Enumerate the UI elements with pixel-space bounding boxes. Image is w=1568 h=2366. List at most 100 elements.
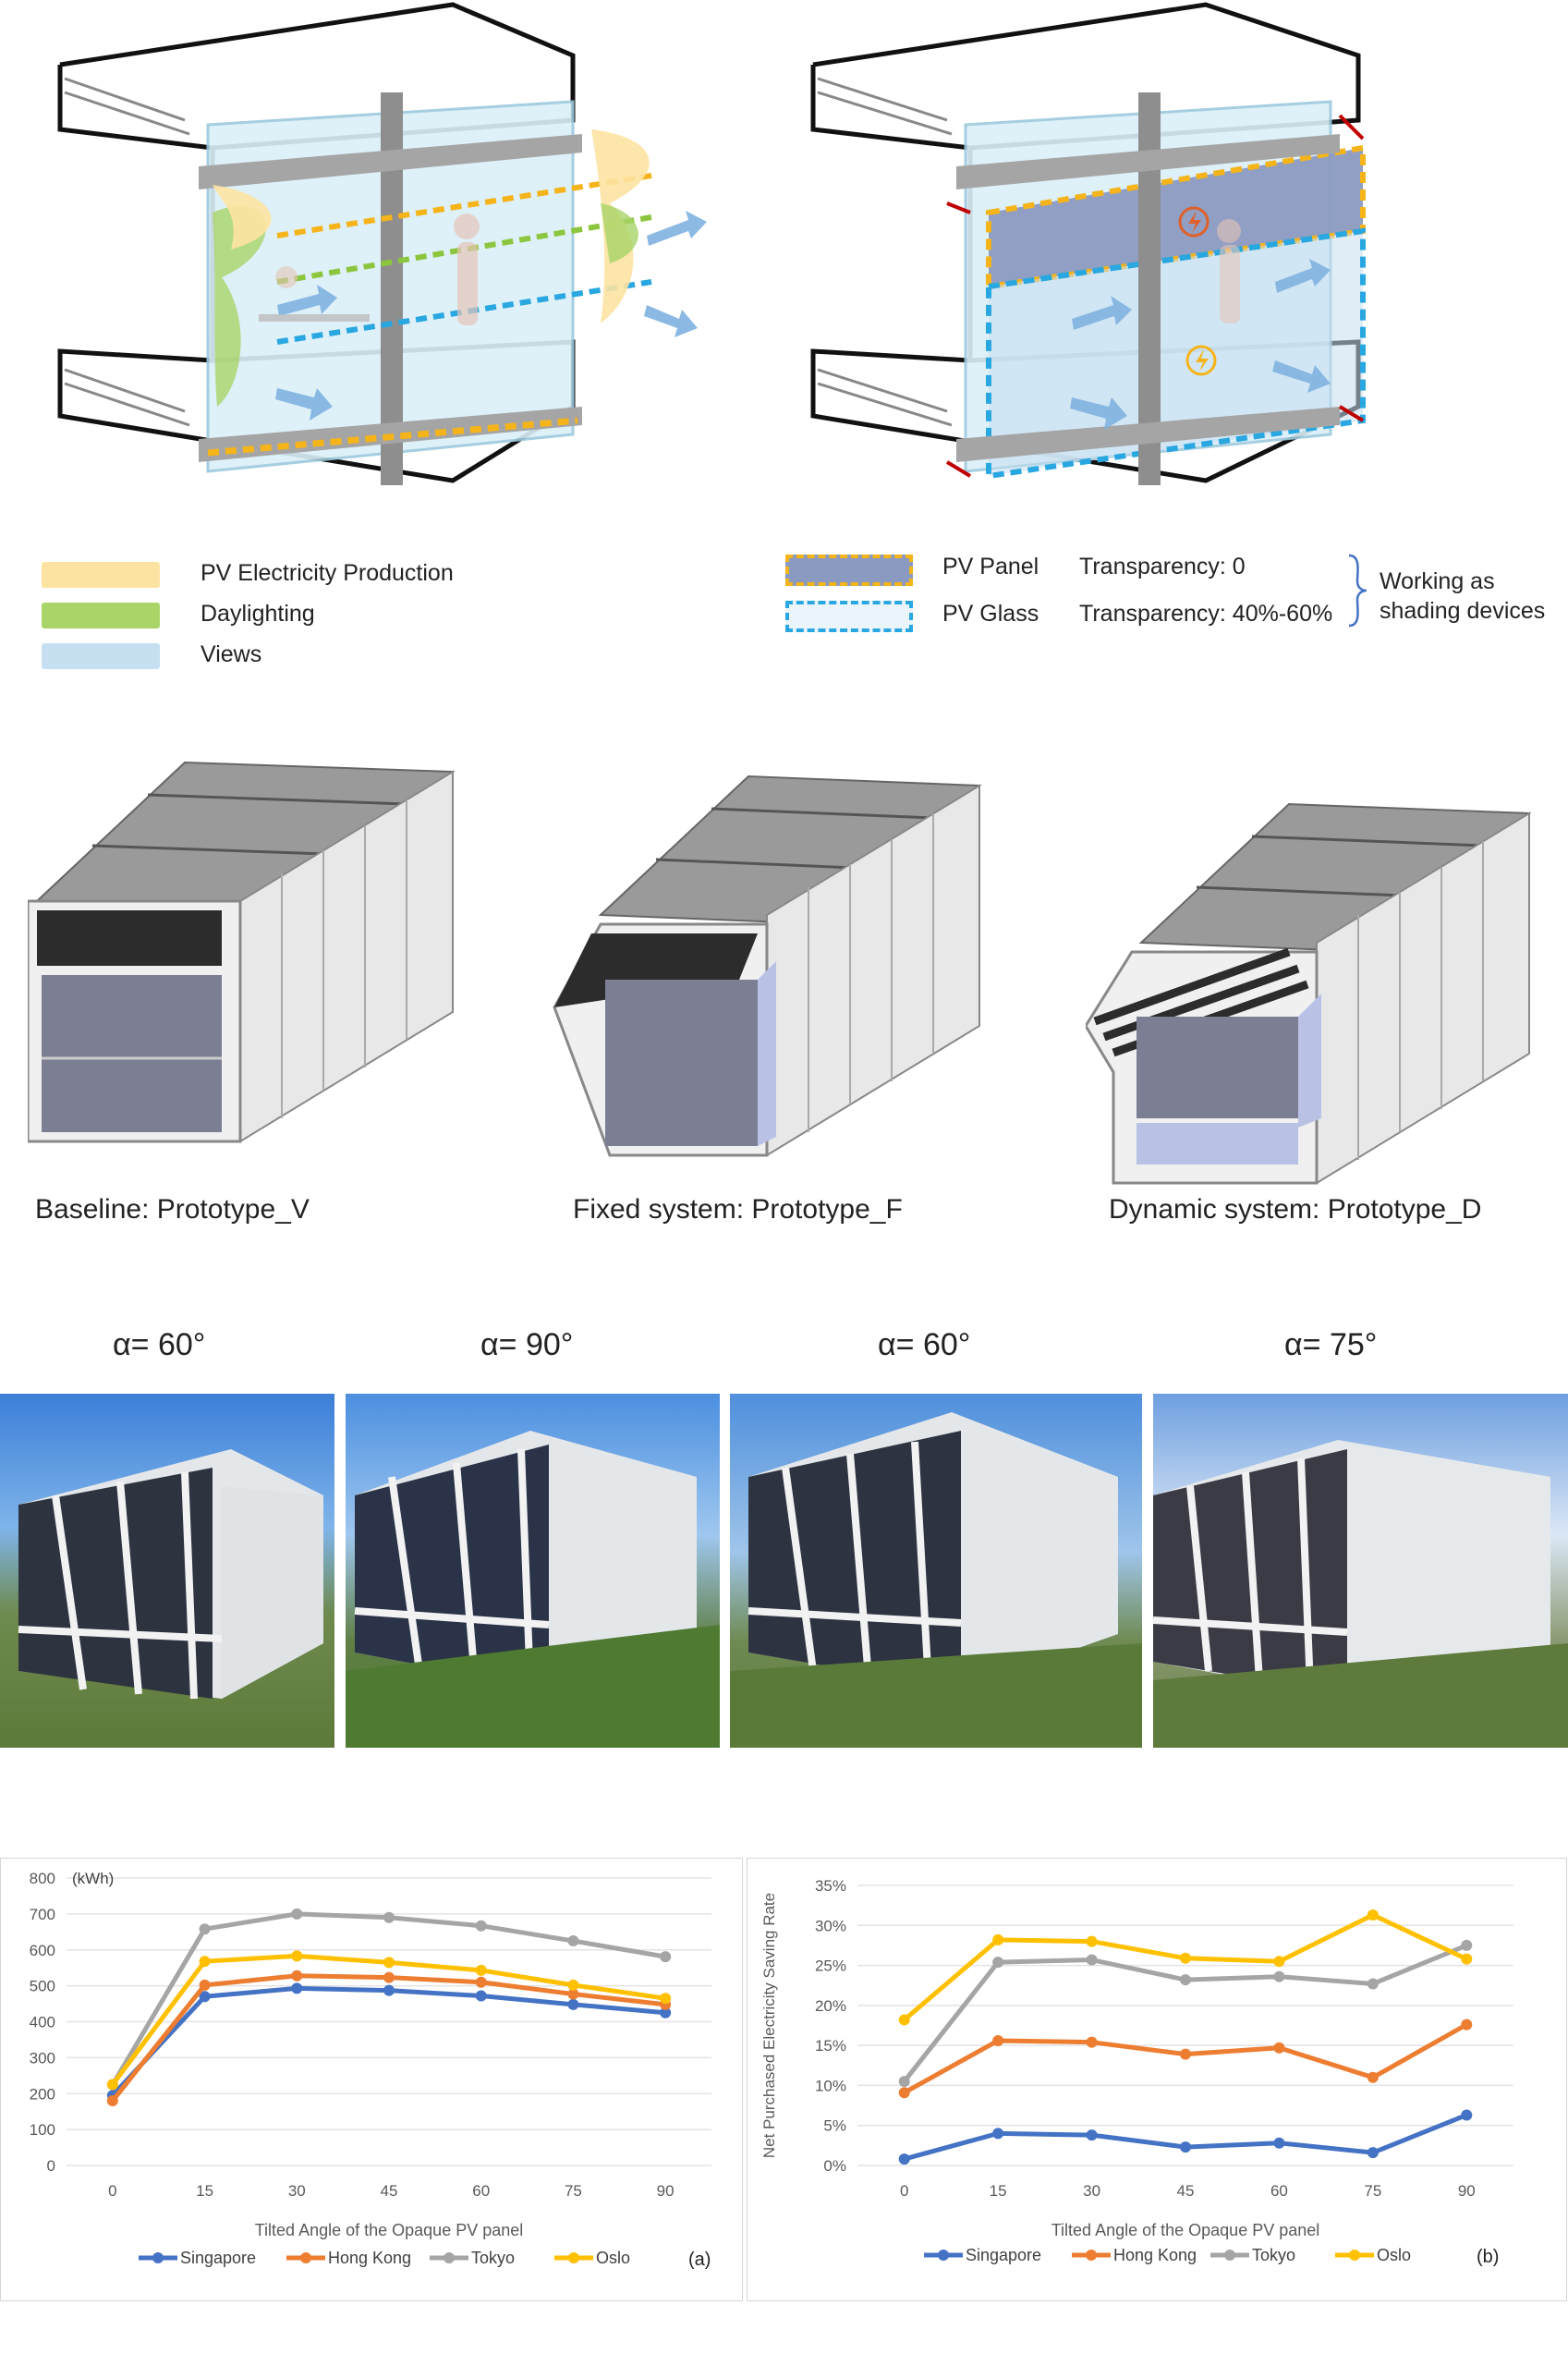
chart-a-data-point — [660, 1951, 672, 1963]
chart-a-y-tick-label: 700 — [30, 1906, 55, 1923]
legend-label-pv-glass: PV Glass — [942, 601, 1039, 627]
chart-a-data-point — [199, 1923, 211, 1935]
chart-b-legend-marker — [1086, 2250, 1097, 2261]
facade-diagram-right — [810, 2, 1366, 485]
legend-label-views: Views — [201, 641, 262, 667]
prototype-caption-dynamic: Dynamic system: Prototype_D — [1109, 1194, 1482, 1225]
chart-a-legend-marker — [300, 2252, 311, 2263]
legend-right: PV Panel Transparency: 0 PV Glass Transp… — [785, 550, 1566, 652]
chart-a-legend-marker — [568, 2252, 579, 2263]
chart-a-legend-label: Singapore — [180, 2249, 256, 2267]
chart-b-legend-label: Hong Kong — [1113, 2246, 1197, 2264]
chart-a-y-tick-label: 200 — [30, 2085, 55, 2103]
chart-a-legend-marker — [152, 2252, 164, 2263]
legend-swatch-pv-panel — [785, 555, 913, 586]
chart-b-data-point — [1180, 1952, 1191, 1964]
chart-a-panel-label: (a) — [688, 2250, 711, 2270]
chart-b-data-point — [1273, 2042, 1285, 2054]
chart-a-y-tick-label: 500 — [30, 1978, 55, 1995]
chart-b-data-point — [1461, 1953, 1473, 1965]
chart-a-y-tick-label: 400 — [30, 2014, 55, 2031]
chart-b-x-tick-label: 90 — [1458, 2182, 1476, 2200]
chart-b-data-point — [1461, 1939, 1473, 1951]
brace-icon — [1348, 554, 1367, 628]
photo-prototype-3 — [730, 1394, 1142, 1748]
legend-swatch-views — [42, 643, 160, 669]
chart-a-data-point — [291, 1970, 303, 1982]
chart-b-series-line-oslo — [903, 1912, 1468, 2022]
chart-a-data-point — [567, 1979, 579, 1991]
legend-label-daylighting: Daylighting — [201, 601, 315, 627]
chart-a-data-point — [567, 1988, 579, 2000]
chart-a-y-tick-label: 600 — [30, 1942, 55, 1959]
chart-a-data-point — [567, 1998, 579, 2010]
chart-b-legend-label: Oslo — [1377, 2246, 1411, 2264]
chart-b-x-tick-label: 30 — [1083, 2182, 1100, 2200]
chart-b-data-point — [1367, 1909, 1379, 1921]
chart-b-data-point — [1273, 1970, 1285, 1982]
chart-a-data-point — [383, 1984, 395, 1996]
chart-b-legend-label: Tokyo — [1252, 2246, 1295, 2264]
chart-b-data-point — [1461, 2109, 1473, 2121]
chart-b-data-point — [1461, 2018, 1473, 2031]
chart-b-y-tick-label: 10% — [815, 2077, 846, 2094]
chart-b-data-point — [992, 1957, 1004, 1969]
chart-a-data-point — [291, 1908, 303, 1920]
chart-a-data-point — [106, 2095, 118, 2107]
chart-a-data-point — [475, 1920, 487, 1932]
chart-b-legend-marker — [1349, 2250, 1360, 2261]
chart-a-unit-label: (kWh) — [72, 1870, 114, 1887]
prototype-f-drawing — [553, 774, 982, 1157]
legend-left: PV Electricity Production Daylighting Vi… — [42, 555, 504, 675]
chart-a-data-point — [383, 1957, 395, 1969]
chart-b-data-point — [1086, 2129, 1098, 2141]
chart-b-x-axis-label: Tilted Angle of the Opaque PV panel — [1051, 2221, 1320, 2239]
chart-b-data-point — [1086, 2036, 1098, 2048]
legend-label-pv-panel: PV Panel — [942, 554, 1039, 579]
legend-transparency-pv-glass: Transparency: 40%-60% — [1079, 601, 1333, 627]
chart-b-y-axis-label: Net Purchased Electricity Saving Rate — [760, 1893, 778, 2158]
chart-a-frame — [0, 1858, 743, 2301]
chart-b-data-point — [992, 2128, 1004, 2140]
chart-b-data-point — [992, 1933, 1004, 1945]
chart-a-legend-label: Tokyo — [471, 2249, 515, 2267]
chart-b-data-point — [1273, 2137, 1285, 2149]
chart-b-data-point — [1367, 2071, 1379, 2083]
chart-a-data-point — [475, 1964, 487, 1976]
chart-b-legend-marker — [1224, 2250, 1235, 2261]
chart-a-series-line-singapore — [111, 1985, 666, 2097]
photo-angle-label-3: α= 60° — [878, 1327, 971, 1362]
chart-b-frame — [747, 1858, 1567, 2301]
chart-b-data-point — [1086, 1954, 1098, 1966]
legend-swatch-pv-glass — [785, 601, 913, 632]
chart-b-data-point — [1367, 1978, 1379, 1990]
chart-b-data-point — [1180, 2141, 1191, 2153]
chart-a-data-point — [383, 1971, 395, 1983]
chart-b-legend-marker — [938, 2250, 949, 2261]
chart-a-data-point — [660, 2006, 672, 2018]
chart-a-y-tick-label: 100 — [30, 2121, 55, 2139]
chart-b-x-tick-label: 75 — [1364, 2182, 1381, 2200]
chart-b-x-tick-label: 60 — [1270, 2182, 1288, 2200]
chart-a-data-point — [199, 1956, 211, 1968]
photo-prototype-2 — [346, 1394, 720, 1748]
chart-a-x-axis-label: Tilted Angle of the Opaque PV panel — [255, 2221, 524, 2239]
chart-b-x-tick-label: 0 — [900, 2182, 908, 2200]
prototype-d-drawing — [1086, 802, 1532, 1185]
chart-a-y-tick-label: 0 — [47, 2157, 55, 2175]
prototype-v-drawing — [28, 761, 456, 1143]
chart-a-x-tick-label: 30 — [288, 2182, 306, 2200]
chart-a-x-tick-label: 90 — [657, 2182, 675, 2200]
photo-angle-label-2: α= 90° — [480, 1327, 574, 1362]
chart-b-y-tick-label: 0% — [823, 2157, 846, 2175]
chart-b-legend-label: Singapore — [966, 2246, 1041, 2264]
photo-angle-label-1: α= 60° — [113, 1327, 206, 1362]
prototype-caption-fixed: Fixed system: Prototype_F — [573, 1194, 903, 1225]
chart-b-panel-label: (b) — [1477, 2247, 1499, 2267]
chart-a-data-point — [660, 1993, 672, 2005]
chart-b-data-point — [1367, 2147, 1379, 2159]
chart-a-x-tick-label: 60 — [472, 2182, 490, 2200]
chart-b-y-tick-label: 15% — [815, 2037, 846, 2055]
